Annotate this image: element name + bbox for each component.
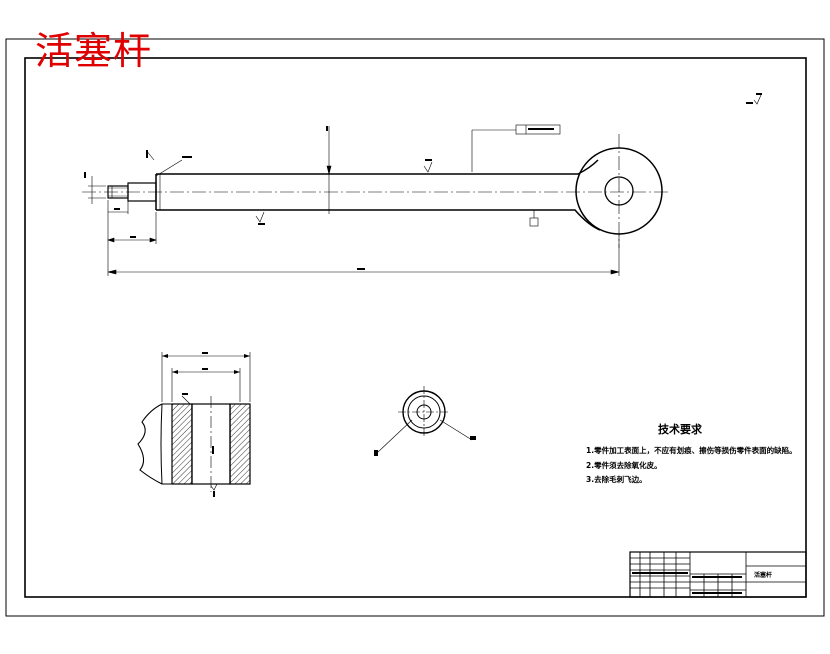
section-left-wall [171, 403, 193, 485]
tech-requirements-heading: 技术要求 [658, 423, 702, 436]
tech-requirement-3: 3.去除毛刺飞边。 [586, 475, 647, 484]
overlay-part-title: 活塞杆 [35, 29, 153, 73]
rod-shank [156, 159, 601, 231]
end-view [374, 386, 476, 456]
title-block [629, 551, 807, 598]
inner-frame [24, 57, 807, 598]
section-break-line [137, 403, 172, 485]
rod-dimensions [84, 93, 762, 276]
tech-requirement-2: 2.零件须去除氧化皮。 [586, 461, 662, 470]
section-right-wall [229, 403, 251, 485]
outer-border [5, 38, 825, 617]
tech-requirement-1: 1.零件加工表面上，不应有划痕、擦伤等损伤零件表面的缺陷。 [586, 446, 797, 455]
rod-main-view [82, 134, 668, 248]
title-block-part-name: 活塞杆 [754, 572, 773, 579]
section-view [137, 352, 251, 497]
